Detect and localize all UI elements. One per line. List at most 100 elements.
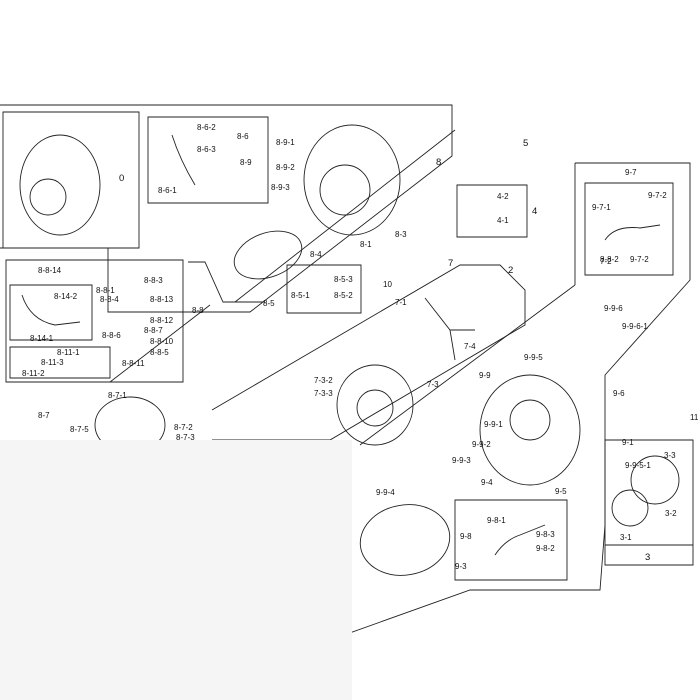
callout-9-7-2-lower: 9-7-2 (630, 255, 649, 264)
spider-7-1 (425, 298, 475, 360)
callout-8-5: 8-5 (263, 299, 275, 308)
box-9-8 (455, 500, 567, 580)
callout-8-9: 8-9 (240, 158, 252, 167)
diag-b (110, 305, 210, 382)
callout-8-9-3: 8-9-3 (271, 183, 290, 192)
callout-9-7: 9-7 (625, 168, 637, 177)
callout-7-1: 7-1 (395, 298, 407, 307)
callout-8-8-14: 8-8-14 (38, 266, 62, 275)
callout-7-3-2: 7-3-2 (314, 376, 333, 385)
callout-9-5: 9-5 (555, 487, 567, 496)
callout-8-11-3: 8-11-3 (41, 358, 64, 367)
callout-3: 3 (645, 552, 650, 563)
callout-9-9-3: 9-9-3 (452, 456, 471, 465)
callout-labels: 0233-13-23-344-14-2577-17-27-37-3-27-3-3… (22, 123, 699, 571)
tray-9-edge-b (360, 285, 575, 445)
callout-11: 11 (690, 413, 699, 422)
callout-8-8: 8-8 (192, 306, 204, 315)
box-8-5 (287, 265, 361, 313)
callout-4: 4 (532, 206, 537, 217)
callout-10: 10 (383, 280, 392, 289)
assembly-0-door (29, 178, 67, 216)
callout-4-2: 4-2 (497, 192, 509, 201)
callout-8-7-3: 8-7-3 (176, 433, 195, 442)
box-8-8 (6, 260, 183, 382)
callout-8-7-1: 8-7-1 (108, 391, 127, 400)
box-8-6 (148, 117, 268, 203)
callout-7-3-3: 7-3-3 (314, 389, 333, 398)
callout-2: 2 (508, 265, 513, 276)
callout-8-5-2: 8-5-2 (334, 291, 353, 300)
callout-3-1: 3-1 (620, 533, 632, 542)
callout-8-8-1: 8-8-1 (96, 286, 115, 295)
tub-9 (479, 374, 581, 486)
callout-5: 5 (523, 138, 528, 149)
box-4 (457, 185, 527, 237)
callout-4-1: 4-1 (497, 216, 509, 225)
callout-9-8: 9-8 (460, 532, 472, 541)
callout-9-9-6-1: 9-9-6-1 (622, 322, 648, 331)
callout-8-7: 8-7 (38, 411, 50, 420)
callout-0: 0 (119, 173, 124, 184)
strip-8-lower (188, 262, 265, 302)
callout-8-6-1: 8-6-1 (158, 186, 177, 195)
box-3 (605, 440, 693, 565)
callout-9-9-5: 9-9-5 (524, 353, 543, 362)
redacted-area (0, 440, 352, 700)
callout-9-9: 9-9 (479, 371, 491, 380)
callout-7-4: 7-4 (464, 342, 476, 351)
callout-8-3: 8-3 (395, 230, 407, 239)
callout-7-3: 7-3 (427, 380, 439, 389)
callout-9-8-1: 9-8-1 (487, 516, 506, 525)
callout-8-11-1: 8-11-1 (57, 348, 80, 357)
callout-8-6: 8-6 (237, 132, 249, 141)
callout-8-6-2: 8-6-2 (197, 123, 216, 132)
callout-8-9-1: 8-9-1 (276, 138, 295, 147)
callout-8-11-2: 8-11-2 (22, 369, 45, 378)
hose-9-7-1 (605, 225, 660, 240)
ring-9-9-4 (359, 504, 451, 576)
callout-9-3: 9-3 (455, 562, 467, 571)
callout-8-5-1: 8-5-1 (291, 291, 310, 300)
callout-8-14-1: 8-14-1 (30, 334, 54, 343)
box-8-11 (10, 347, 110, 378)
stator-3-1 (611, 489, 649, 527)
callout-8-4: 8-4 (310, 250, 322, 259)
pump-9-8 (495, 525, 545, 555)
assembly-0-drum (19, 134, 101, 236)
tub-cover-8-ring (319, 164, 371, 216)
rotor-3-2 (630, 455, 680, 505)
callout-8-5-3: 8-5-3 (334, 275, 353, 284)
callout-8-1: 8-1 (360, 240, 372, 249)
drum-7-3 (336, 364, 414, 446)
callout-9-7-2: 9-7-2 (648, 191, 667, 200)
box-8-14 (10, 285, 92, 340)
callout-8-7-2: 8-7-2 (174, 423, 193, 432)
callout-8-9-2: 8-9-2 (276, 163, 295, 172)
callout-9-9-5-1: 9-9-5-1 (625, 461, 651, 470)
callout-8-8-2: 8-8-2 (600, 255, 619, 264)
drum-7-3-inner (356, 389, 394, 427)
callout-8-6-3: 8-6-3 (197, 145, 216, 154)
callout-8-8-13: 8-8-13 (150, 295, 174, 304)
callout-8: 8 (436, 157, 441, 168)
callout-8-7-5: 8-7-5 (70, 425, 89, 434)
callout-8-8-7: 8-8-7 (144, 326, 163, 335)
tray-7-outline (212, 265, 525, 440)
callout-7: 7 (448, 258, 453, 269)
callout-9-7-1: 9-7-1 (592, 203, 611, 212)
tray-8-outline (0, 105, 452, 312)
callout-8-8-10: 8-8-10 (150, 337, 174, 346)
callout-9-4: 9-4 (481, 478, 493, 487)
callout-9-6: 9-6 (613, 389, 625, 398)
tub-cover-8 (303, 124, 401, 236)
callout-9-8-3: 9-8-3 (536, 530, 555, 539)
gasket-8-4 (233, 230, 303, 280)
callout-7-2: 7-2 (600, 257, 612, 266)
callout-8-8-5: 8-8-5 (150, 348, 169, 357)
hose-8-14-2 (22, 295, 80, 325)
callout-8-8-6: 8-8-6 (102, 331, 121, 340)
hose-8-6-3 (172, 135, 195, 185)
callout-3-3: 3-3 (664, 451, 676, 460)
